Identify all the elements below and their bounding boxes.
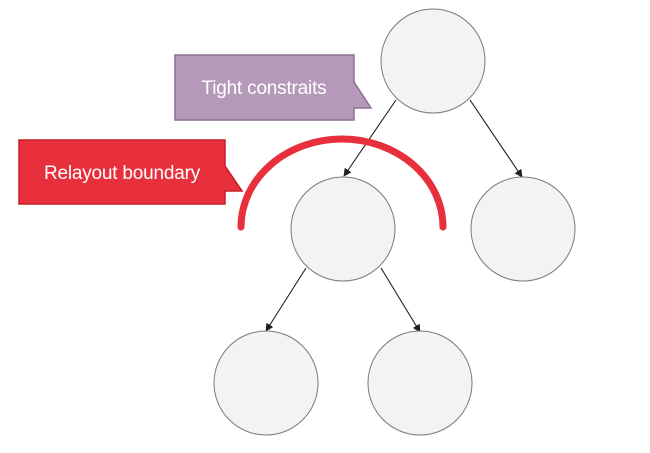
edge-left-child-to-right-grandchild — [380, 267, 421, 333]
node-root — [380, 8, 486, 114]
node-right-child — [470, 176, 576, 282]
edge-root-to-left-child — [343, 99, 397, 177]
node-right-grandchild — [367, 330, 473, 436]
tight-constraints-callout: Tight constraits — [174, 54, 373, 121]
tight-constraints-label: Tight constraits — [202, 78, 327, 99]
node-left-child — [290, 176, 396, 282]
relayout-boundary-label: Relayout boundary — [44, 163, 201, 184]
edge-left-child-to-left-grandchild — [265, 267, 307, 332]
node-left-grandchild — [213, 330, 319, 436]
relayout-boundary-arc — [237, 135, 447, 231]
relayout-boundary-callout: Relayout boundary — [18, 139, 244, 205]
tight-constraints-callout-box — [174, 54, 373, 121]
edge-root-to-right-child — [469, 99, 523, 178]
relayout-boundary-callout-box — [18, 139, 244, 205]
